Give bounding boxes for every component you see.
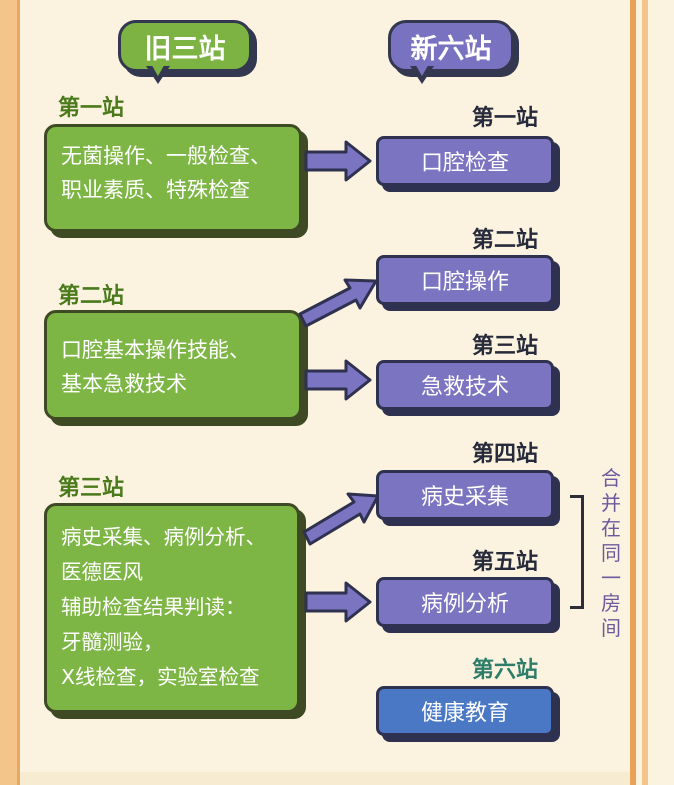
old-station-2-line-1: 口腔基本操作技能、 xyxy=(61,338,250,362)
old-three-stations-header: 旧三站 xyxy=(118,20,252,72)
old-station-2-line-2: 基本急救技术 xyxy=(61,372,187,396)
arrow-old2-to-new3 xyxy=(304,359,372,401)
new-station-4-box: 病史采集 xyxy=(376,470,554,520)
left-frame-border xyxy=(0,0,20,785)
new-station-1-title: 第一站 xyxy=(472,106,539,131)
new-station-1-box: 口腔检查 xyxy=(376,136,554,186)
arrow-old1-to-new1 xyxy=(304,140,372,182)
merged-note-char: 同 xyxy=(601,541,621,565)
arrow-old3-to-new5 xyxy=(304,581,372,623)
new-station-6-box: 健康教育 xyxy=(376,686,554,736)
merged-room-note: 合 并 在 同 一 房 间 xyxy=(596,466,626,641)
right-frame-border xyxy=(630,0,674,785)
old-station-3-line-4: 牙髓测验， xyxy=(61,630,164,654)
new-station-3-title: 第三站 xyxy=(472,334,539,359)
old-header-bubble-tail xyxy=(146,62,170,84)
old-station-1-title: 第一站 xyxy=(58,96,125,121)
new-station-6-title: 第六站 xyxy=(472,658,539,683)
new-station-2-box: 口腔操作 xyxy=(376,255,554,305)
merged-note-char: 一 xyxy=(601,566,621,590)
new-station-4-title: 第四站 xyxy=(472,442,539,467)
old-station-3-box: 病史采集、病例分析、 医德医风 辅助检查结果判读： 牙髓测验， X线检查，实验室… xyxy=(44,503,300,713)
new-station-2-title: 第二站 xyxy=(472,228,539,253)
merged-note-char: 并 xyxy=(601,491,621,515)
merged-note-char: 在 xyxy=(601,516,621,540)
old-station-1-line-1: 无菌操作、一般检查、 xyxy=(61,144,271,168)
old-station-3-line-3: 辅助检查结果判读： xyxy=(61,595,246,619)
old-station-2-title: 第二站 xyxy=(58,284,125,309)
old-station-3-line-2: 医德医风 xyxy=(61,560,143,584)
merged-note-char: 合 xyxy=(601,466,621,490)
arrow-old3-to-new4 xyxy=(302,492,380,546)
new-six-stations-header: 新六站 xyxy=(388,20,514,72)
arrow-old2-to-new2 xyxy=(298,278,378,328)
new-station-5-box: 病例分析 xyxy=(376,577,554,627)
merged-note-char: 房 xyxy=(601,591,621,615)
old-station-1-line-2: 职业素质、特殊检查 xyxy=(61,178,250,202)
bottom-strip xyxy=(20,772,630,785)
new-header-bubble-tail xyxy=(410,62,434,84)
new-station-5-title: 第五站 xyxy=(472,550,539,575)
new-station-3-box: 急救技术 xyxy=(376,360,554,410)
old-station-1-box: 无菌操作、一般检查、 职业素质、特殊检查 xyxy=(44,124,302,232)
merged-note-char: 间 xyxy=(601,616,621,640)
old-station-3-line-1: 病史采集、病例分析、 xyxy=(61,525,266,549)
old-station-2-box: 口腔基本操作技能、 基本急救技术 xyxy=(44,310,302,420)
old-station-3-title: 第三站 xyxy=(58,476,125,501)
old-station-3-line-5: X线检查，实验室检查 xyxy=(61,665,260,689)
merge-bracket xyxy=(570,495,584,609)
